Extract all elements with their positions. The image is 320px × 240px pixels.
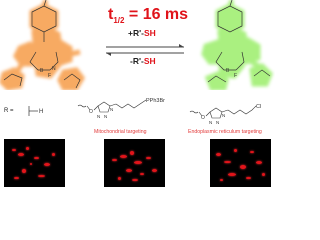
mito-pph3br: PPh3Br: [146, 98, 165, 104]
reverse-thiol: SH: [143, 56, 156, 66]
equilibrium-arrows: [106, 44, 184, 56]
mito-o-atom: O: [89, 109, 93, 115]
forward-thiol: SH: [143, 28, 156, 38]
reverse-sign: -R'-: [130, 56, 144, 66]
forward-sign: +R'-: [128, 28, 144, 38]
r-group-mitochondrial: O N N N PPh3Br: [77, 98, 165, 119]
reverse-reagent: -R'-SH: [130, 56, 156, 66]
half-life-t: t: [108, 6, 114, 23]
half-life-value: = 16 ms: [124, 6, 189, 23]
er-targeting-caption: Endoplasmic reticulum targeting: [188, 129, 262, 135]
microscopy-panel-plain: [4, 139, 65, 187]
r-group-endoplasmic: O N N N Cl: [189, 104, 261, 125]
green-molecule: B F: [201, 0, 273, 90]
er-n3-atom: N: [216, 120, 219, 125]
microscopy-panel-mitochondrial: [104, 139, 165, 187]
orange-molecule: B F N: [0, 0, 86, 90]
er-n1-atom: N: [222, 113, 225, 118]
orange-f-atom: F: [48, 73, 51, 79]
r-group-label: R =: [4, 108, 14, 114]
orange-b-atom: B: [40, 68, 44, 74]
r-group-hydrogen: H: [28, 106, 43, 116]
green-f-atom: F: [234, 73, 237, 79]
mitochondrial-targeting-caption: Mitochondrial targeting: [94, 129, 147, 135]
green-b-atom: B: [226, 68, 230, 74]
forward-reagent: +R'-SH: [128, 28, 156, 38]
mito-n3-atom: N: [104, 114, 107, 119]
er-o-atom: O: [201, 115, 205, 121]
microscopy-panel-endoplasmic: [210, 139, 271, 187]
half-life-subscript: 1/2: [113, 16, 125, 26]
er-n2-atom: N: [209, 120, 212, 125]
orange-n-atom: N: [52, 66, 56, 72]
r-group-h-atom: H: [39, 109, 43, 115]
mito-n2-atom: N: [97, 114, 100, 119]
mito-n1-atom: N: [110, 107, 113, 112]
half-life-label: t1/2 = 16 ms: [108, 6, 188, 25]
er-cl-atom: Cl: [256, 104, 261, 110]
